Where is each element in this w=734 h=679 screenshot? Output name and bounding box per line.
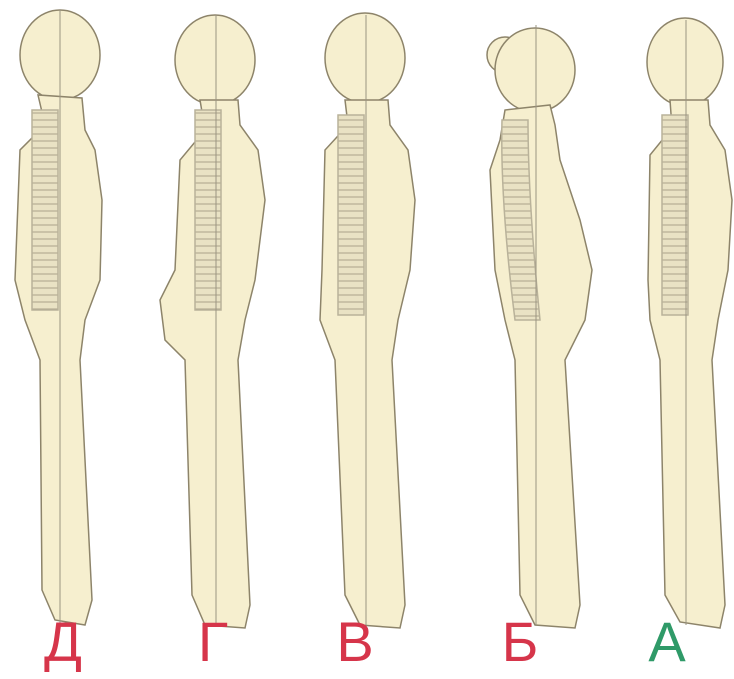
label-g: Г — [178, 612, 248, 672]
figure-b — [487, 25, 592, 628]
label-b: Б — [485, 612, 555, 672]
label-d: Д — [28, 612, 98, 672]
figure-v — [320, 13, 415, 628]
figure-d — [15, 10, 102, 625]
figure-g — [160, 15, 265, 628]
label-a: А — [632, 612, 702, 672]
label-v: В — [320, 612, 390, 672]
figure-a — [647, 18, 732, 628]
